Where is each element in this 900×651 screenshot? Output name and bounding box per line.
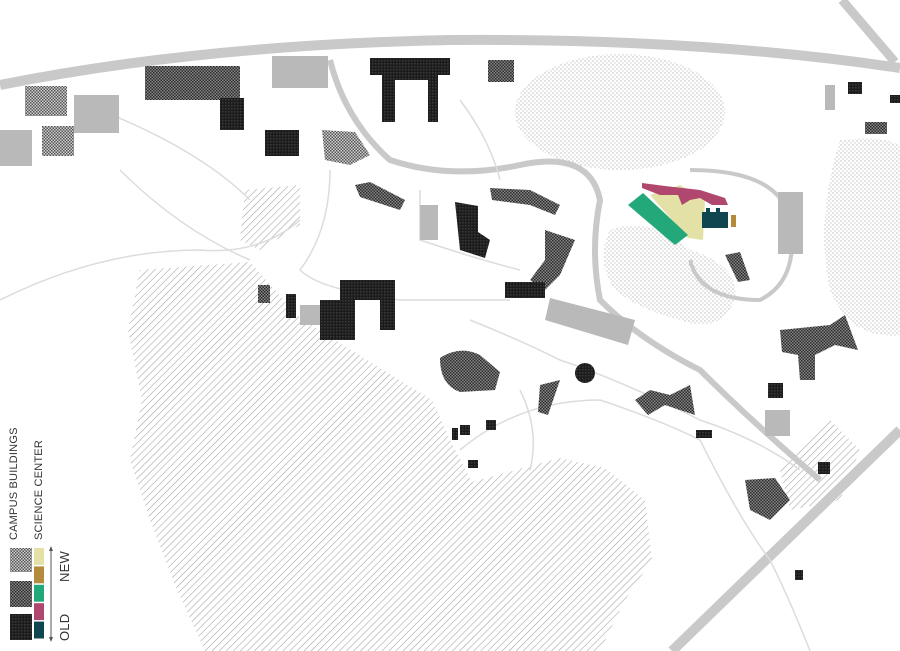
building [25, 86, 67, 116]
building [865, 122, 887, 134]
legend-arrow-head-down [49, 637, 53, 642]
building [545, 298, 635, 345]
building [286, 294, 296, 318]
legend-label-new: NEW [57, 551, 72, 582]
building [355, 182, 405, 210]
dotted-field-central [603, 225, 736, 325]
science-center-green [628, 193, 688, 245]
building [370, 58, 450, 122]
building [890, 95, 900, 103]
building [848, 82, 862, 94]
campus-buildings [0, 56, 900, 580]
main-road-north [0, 34, 900, 90]
building [490, 188, 560, 215]
building [795, 570, 803, 580]
building [486, 420, 496, 430]
building [42, 126, 74, 156]
legend-swatch-campus-old [10, 614, 32, 640]
building [468, 460, 478, 468]
building [272, 56, 328, 88]
road-southeast [668, 426, 900, 651]
legend-label-campus-buildings: CAMPUS BUILDINGS [8, 427, 20, 540]
building [768, 383, 783, 398]
legend-arrow-head-up [49, 546, 53, 551]
building [74, 95, 119, 133]
ring-road-east [688, 168, 794, 303]
building [780, 315, 858, 380]
building [725, 252, 750, 282]
road-northeast [838, 0, 899, 65]
building [0, 130, 32, 166]
building [538, 380, 560, 415]
building [320, 280, 395, 340]
hatched-woodland [128, 262, 652, 651]
building [452, 428, 458, 440]
building [488, 60, 514, 82]
building [635, 385, 695, 415]
building [145, 66, 240, 100]
legend-swatch-science-center [34, 548, 44, 565]
building [765, 410, 790, 436]
legend-swatch-science-center [34, 603, 44, 621]
building [505, 282, 545, 298]
dotted-field-north [515, 54, 725, 170]
building [745, 478, 790, 520]
legend-label-science-center: SCIENCE CENTER [33, 440, 45, 540]
building [300, 305, 320, 325]
building [265, 130, 299, 156]
building [258, 285, 270, 303]
building [778, 192, 803, 254]
legend-label-old: OLD [57, 613, 72, 641]
building [825, 85, 835, 110]
building [455, 202, 490, 258]
science-center-magenta [642, 183, 728, 205]
science-center-teal [702, 208, 728, 228]
building [530, 230, 575, 290]
legend-swatch-science-center [34, 621, 44, 639]
building [220, 98, 244, 130]
building [322, 130, 370, 165]
legend-swatch-campus-new [10, 548, 32, 572]
wooded-areas [128, 54, 900, 651]
science-center-gold [731, 215, 736, 227]
building [818, 462, 830, 474]
hatched-woodland-west [240, 185, 300, 250]
building [575, 363, 595, 383]
map-legend [10, 546, 53, 642]
dotted-field-east [824, 138, 900, 336]
loop-road [327, 59, 822, 483]
building [460, 425, 470, 435]
legend-swatch-science-center [34, 584, 44, 602]
building [440, 350, 500, 392]
building [420, 205, 438, 240]
legend-swatch-campus-mid [10, 581, 32, 607]
science-center [628, 183, 736, 245]
legend-swatch-science-center [34, 566, 44, 584]
building [696, 430, 712, 438]
